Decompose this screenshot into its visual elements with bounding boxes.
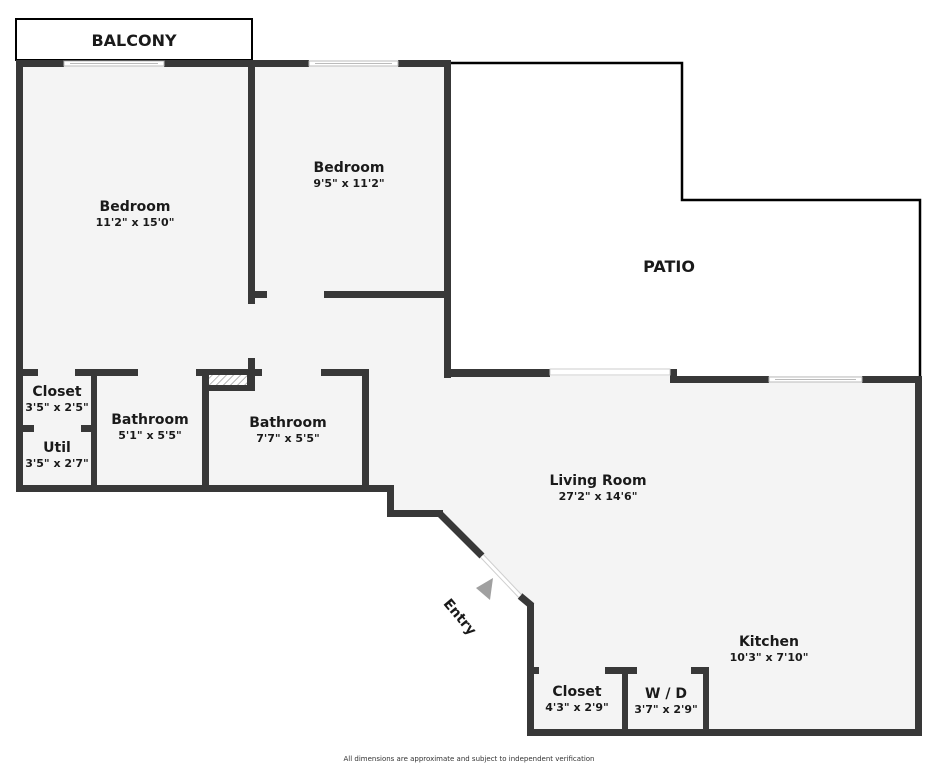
patio-area <box>447 61 922 380</box>
disclaimer-text: All dimensions are approximate and subje… <box>343 755 595 763</box>
balcony-label: BALCONY <box>91 31 176 50</box>
entry-arrow-icon <box>476 578 493 600</box>
room-name: Bedroom <box>99 199 171 215</box>
room-util: Util 3'5" x 2'7" <box>25 440 89 471</box>
room-bathroom-1: Bathroom 5'1" x 5'5" <box>111 412 189 443</box>
room-dimensions: 3'7" x 2'9" <box>634 703 698 716</box>
patio-door <box>549 368 671 376</box>
room-bedroom-2: Bedroom 9'5" x 11'2" <box>313 160 384 191</box>
room-dimensions: 3'5" x 2'5" <box>25 401 89 414</box>
room-closet-1: Closet 3'5" x 2'5" <box>25 384 89 415</box>
room-dimensions: 7'7" x 5'5" <box>256 432 320 445</box>
room-name: Util <box>43 440 71 456</box>
room-name: W / D <box>645 686 687 702</box>
room-dimensions: 3'5" x 2'7" <box>25 457 89 470</box>
room-name: Bedroom <box>313 160 385 176</box>
room-living-room: Living Room 27'2" x 14'6" <box>549 473 646 504</box>
hatched-shaft <box>209 375 247 385</box>
room-washer-dryer: W / D 3'7" x 2'9" <box>634 686 698 717</box>
balcony-name: BALCONY <box>91 31 177 50</box>
room-bathroom-2: Bathroom 7'7" x 5'5" <box>249 415 327 446</box>
room-dimensions: 5'1" x 5'5" <box>118 429 182 442</box>
room-name: Kitchen <box>738 634 800 650</box>
room-name: Closet <box>32 384 82 400</box>
balcony-area <box>15 18 253 61</box>
room-name: Bathroom <box>111 412 189 428</box>
room-bedroom-1: Bedroom 11'2" x 15'0" <box>96 199 175 230</box>
room-dimensions: 9'5" x 11'2" <box>313 177 385 190</box>
room-dimensions: 4'3" x 2'9" <box>545 701 609 714</box>
interior-floor <box>20 64 918 732</box>
room-closet-2: Closet 4'3" x 2'9" <box>545 684 609 715</box>
patio-label: PATIO <box>643 257 695 276</box>
room-kitchen: Kitchen 10'3" x 7'10" <box>730 634 809 665</box>
room-dimensions: 27'2" x 14'6" <box>558 490 638 503</box>
room-dimensions: 11'2" x 15'0" <box>95 216 175 229</box>
patio-name: PATIO <box>643 257 695 276</box>
room-dimensions: 10'3" x 7'10" <box>729 651 809 664</box>
room-name: Living Room <box>549 473 647 489</box>
room-name: Bathroom <box>249 415 327 431</box>
room-name: Closet <box>552 684 602 700</box>
entry-diagonal-wall <box>437 511 485 559</box>
